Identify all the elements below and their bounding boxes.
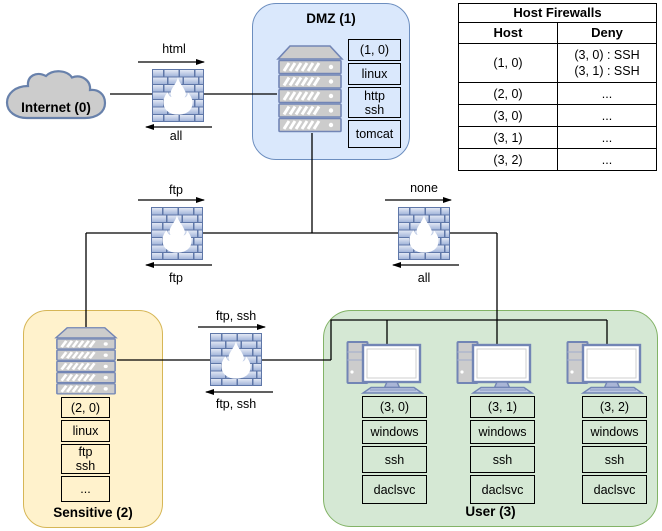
- flow-label-ftp-fwd: ftp: [169, 183, 183, 197]
- host-services: http ssh: [348, 87, 401, 118]
- zone-sensitive-title: Sensitive (2): [53, 505, 133, 520]
- table-cell-deny: (3, 0) : SSH (3, 1) : SSH: [557, 43, 657, 83]
- host-os: windows: [582, 420, 647, 444]
- host-services: ssh: [362, 446, 427, 473]
- host-firewalls-table: Host Firewalls Host Deny (1, 0) (3, 0) :…: [458, 3, 657, 171]
- host-extra: daclsvc: [582, 475, 647, 504]
- flow-label-ftpssh-fwd: ftp, ssh: [215, 309, 257, 323]
- firewall-icon-dmz-sensitive: [151, 207, 203, 260]
- flow-label-all-back: all: [417, 271, 431, 285]
- flow-label-none: none: [410, 181, 438, 195]
- table-cell-host: (3, 0): [458, 104, 558, 127]
- table-cell-deny: ...: [557, 126, 657, 149]
- zone-user-title: User (3): [465, 504, 516, 519]
- table-cell-host: (1, 0): [458, 43, 558, 83]
- host-id: (3, 0): [362, 396, 427, 418]
- computer-icon-user1: [456, 341, 535, 394]
- host-extra: ...: [61, 476, 110, 502]
- host-card-dmz0: (1, 0) linux http ssh tomcat: [348, 39, 401, 148]
- flow-label-html: html: [162, 42, 186, 56]
- host-id: (2, 0): [61, 397, 110, 418]
- flow-label-ftpssh-back: ftp, ssh: [215, 397, 257, 411]
- table-cell-host: (3, 1): [458, 126, 558, 149]
- host-card-user1: (3, 1) windows ssh daclsvc: [470, 396, 535, 504]
- host-services: ssh: [582, 446, 647, 473]
- host-card-sensitive0: (2, 0) linux ftp ssh ...: [61, 397, 110, 502]
- host-card-user0: (3, 0) windows ssh daclsvc: [362, 396, 427, 504]
- server-icon-dmz: [276, 45, 344, 133]
- table-cell-host: (3, 2): [458, 148, 558, 171]
- server-icon-sensitive: [54, 327, 118, 395]
- host-os: windows: [362, 420, 427, 444]
- host-extra: tomcat: [348, 120, 401, 148]
- host-services: ftp ssh: [61, 444, 110, 474]
- host-id: (3, 2): [582, 396, 647, 418]
- computer-icon-user0: [346, 341, 425, 394]
- table-cell-deny: ...: [557, 104, 657, 127]
- table-cell-deny: ...: [557, 148, 657, 171]
- zone-sensitive: Sensitive (2): [23, 310, 163, 528]
- table-col-deny: Deny: [557, 22, 657, 44]
- table-row: (2, 0) ...: [458, 82, 657, 105]
- firewall-icon-sensitive-user: [210, 333, 262, 386]
- table-cell-host: (2, 0): [458, 82, 558, 105]
- firewall-icon-dmz-user: [398, 207, 450, 260]
- host-services: ssh: [470, 446, 535, 473]
- zone-dmz-title: DMZ (1): [306, 11, 356, 26]
- flow-label-ftp-back: ftp: [169, 271, 183, 285]
- computer-icon-user2: [566, 341, 645, 394]
- host-extra: daclsvc: [470, 475, 535, 504]
- table-cell-deny: ...: [557, 82, 657, 105]
- flow-label-all-in: all: [169, 129, 183, 143]
- host-os: linux: [348, 63, 401, 85]
- host-id: (3, 1): [470, 396, 535, 418]
- table-col-host: Host: [458, 22, 558, 44]
- table-row: (1, 0) (3, 0) : SSH (3, 1) : SSH: [458, 43, 657, 83]
- table-title: Host Firewalls: [458, 3, 657, 23]
- table-row: (3, 0) ...: [458, 104, 657, 127]
- host-card-user2: (3, 2) windows ssh daclsvc: [582, 396, 647, 504]
- firewall-icon-internet-dmz: [152, 69, 204, 122]
- table-row: (3, 2) ...: [458, 148, 657, 171]
- table-row: (3, 1) ...: [458, 126, 657, 149]
- host-os: windows: [470, 420, 535, 444]
- host-id: (1, 0): [348, 39, 401, 61]
- internet-cloud-icon: [5, 70, 107, 120]
- internet-label: Internet (0): [21, 100, 91, 115]
- host-os: linux: [61, 420, 110, 442]
- host-extra: daclsvc: [362, 475, 427, 504]
